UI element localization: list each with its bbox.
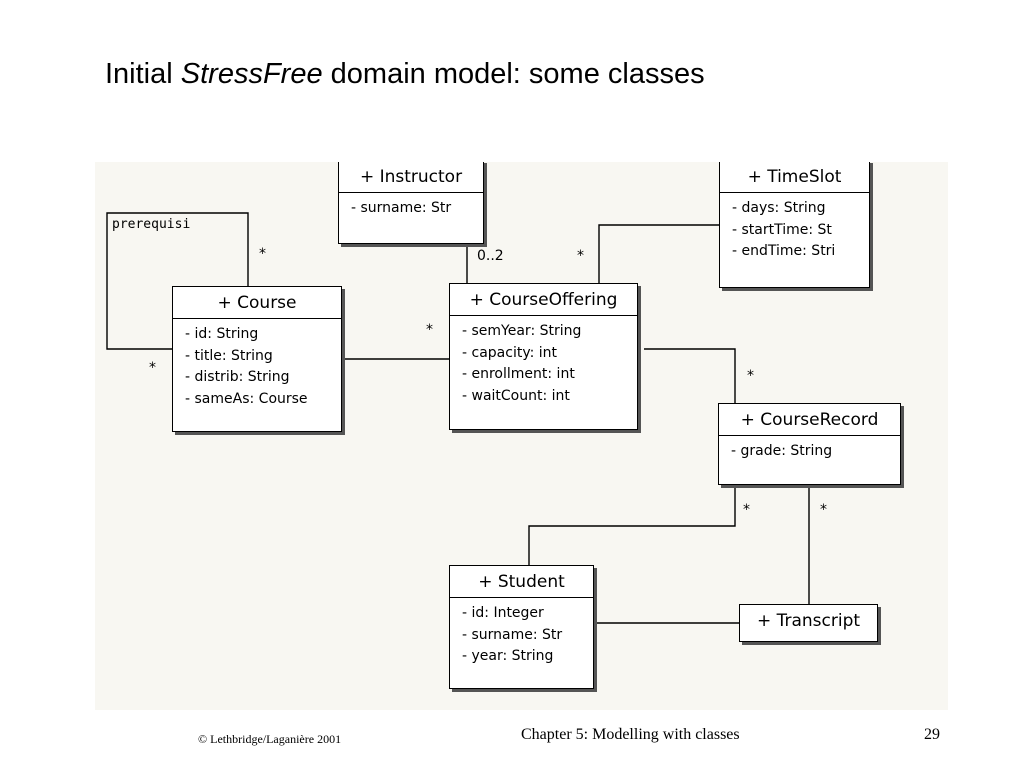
class-name: + TimeSlot [720,162,869,193]
title-suffix: domain model: some classes [322,58,705,90]
class-attribute: - sameAs: Course [185,390,308,407]
class-name: + Student [450,566,593,598]
class-attribute: - surname: Str [351,200,452,216]
class-transcript: + Transcript [739,604,878,642]
class-courseoffering: + CourseOffering - semYear: String - cap… [449,283,638,430]
timeslot-offering-line [598,224,719,283]
multiplicity-timeslot-offering: * [577,248,584,264]
class-attribute: - id: String [185,326,259,342]
class-attribute: - enrollment: int [462,366,575,382]
class-attribute: - surname: Str [462,626,563,643]
multiplicity-offering-record: * [747,368,754,384]
footer-page-number: 29 [924,726,940,743]
class-attribute: - days: String [732,200,826,216]
class-instructor: + Instructor - surname: Str [338,162,484,244]
class-attribute: - capacity: int [462,344,558,361]
footer-copyright: © Lethbridge/Laganière 2001 [198,732,342,746]
class-attribute: - semYear: String [462,323,582,339]
footer-chapter: Chapter 5: Modelling with classes [521,726,740,743]
prerequisite-line [106,212,249,350]
class-name: + Transcript [756,611,861,631]
uml-diagram: prerequisi * * * 0..2 * * * * + Instruct… [95,162,948,710]
offering-record-line [644,348,736,403]
multiplicity-instructor-offering: 0..2 [477,248,504,264]
title-italic: StressFree [180,58,323,90]
multiplicity-course-offering: * [426,322,433,338]
multiplicity-record-student: * [743,502,750,518]
class-attribute: - title: String [185,347,273,364]
slide-title: Initial StressFree domain model: some cl… [105,58,705,91]
multiplicity-prereq-left: * [149,360,156,376]
class-timeslot: + TimeSlot - days: String - startTime: S… [719,162,870,288]
class-attribute: - grade: String [731,443,833,459]
association-lines [106,212,810,624]
class-course: + Course - id: String - title: String - … [172,286,342,432]
class-attribute: - year: String [462,648,554,664]
class-attribute: - endTime: Stri [732,243,836,259]
class-attribute: - startTime: St [732,221,832,238]
class-courserecord: + CourseRecord - grade: String [718,403,901,485]
class-name: + CourseOffering [450,284,637,316]
record-student-line [528,485,736,565]
title-prefix: Initial [105,58,181,90]
class-name: + Instructor [339,162,483,193]
class-attribute: - id: Integer [462,605,544,621]
prerequisite-role-label: prerequisi [112,217,191,232]
class-attribute: - waitCount: int [462,387,570,404]
class-attribute: - distrib: String [185,369,290,385]
multiplicity-prereq-top: * [259,246,266,262]
class-name: + Course [173,287,341,319]
class-student: + Student - id: Integer - surname: Str -… [449,565,594,689]
multiplicity-record-transcript: * [820,502,827,518]
class-name: + CourseRecord [719,404,900,436]
